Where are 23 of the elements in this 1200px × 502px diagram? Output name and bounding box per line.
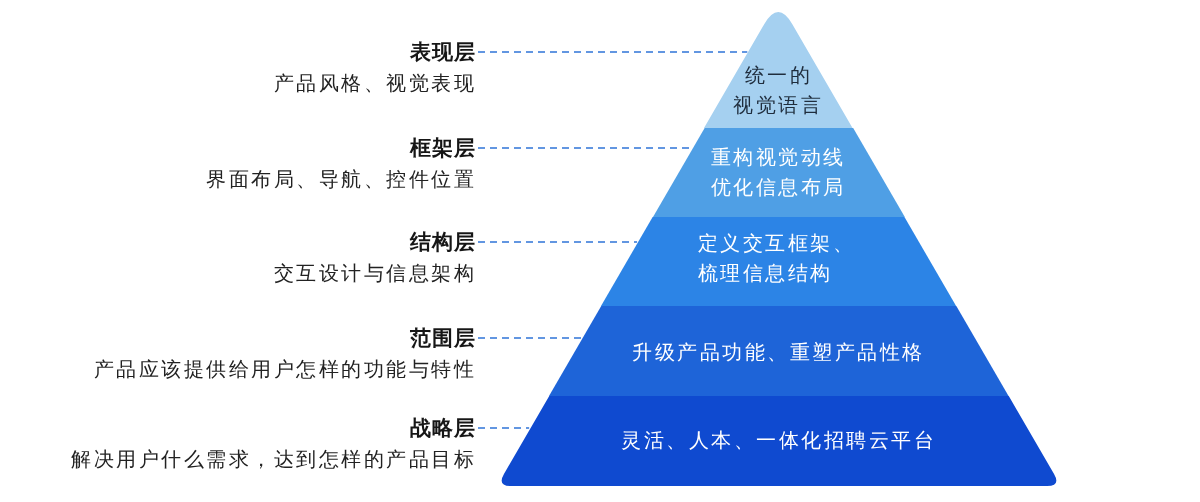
layer-title: 战略层 — [410, 415, 476, 442]
layer-description: 解决用户什么需求，达到怎样的产品目标 — [71, 446, 476, 473]
leader-line — [477, 427, 530, 429]
leader-line — [477, 337, 583, 339]
layer-title: 结构层 — [410, 229, 476, 256]
pyramid-layer — [600, 217, 957, 306]
layer-text: 定义交互框架、梳理信息结构 — [697, 230, 857, 287]
layer-description: 界面布局、导航、控件位置 — [206, 166, 476, 193]
pyramid-layer — [548, 306, 1009, 396]
leader-line — [477, 241, 638, 243]
layer-text: 灵活、人本、一体化招聘云平台 — [621, 427, 936, 454]
leader-line — [477, 51, 749, 53]
layer-description: 交互设计与信息架构 — [273, 260, 476, 287]
layer-text: 统一的视觉语言 — [732, 62, 825, 119]
layer-title: 范围层 — [410, 325, 476, 352]
layer-text: 重构视觉动线优化信息布局 — [710, 144, 847, 201]
layer-description: 产品应该提供给用户怎样的功能与特性 — [93, 356, 476, 383]
layer-title: 表现层 — [410, 39, 476, 66]
layer-title: 框架层 — [410, 135, 476, 162]
layer-text: 升级产品功能、重塑产品性格 — [632, 339, 925, 366]
pyramid-layer — [652, 128, 905, 217]
pyramid-layer — [704, 12, 853, 128]
layer-description: 产品风格、视觉表现 — [273, 70, 476, 97]
